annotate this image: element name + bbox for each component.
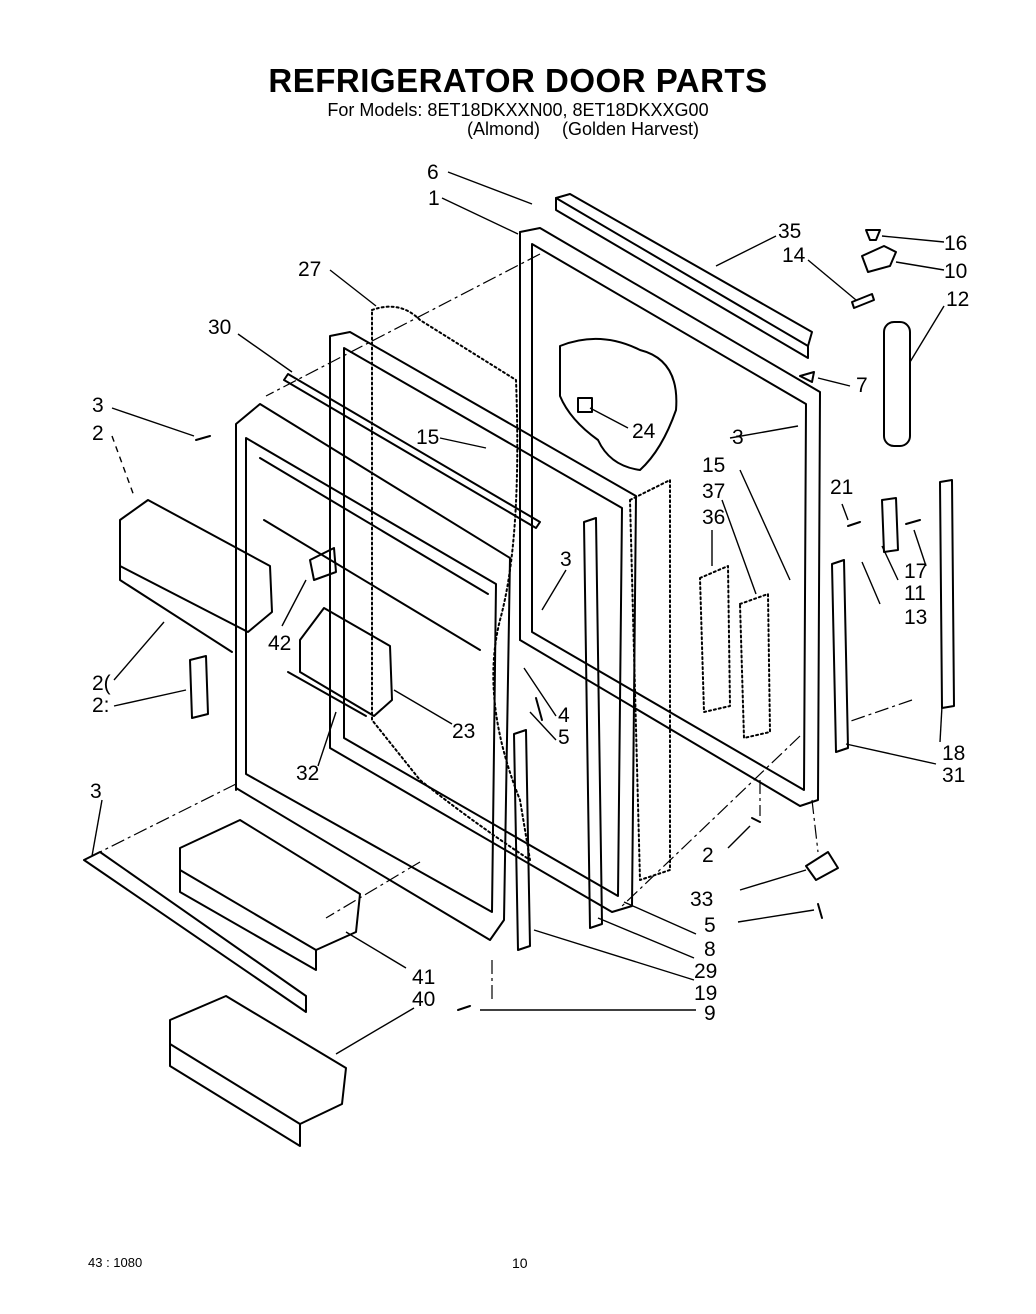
dairy-cover-23 xyxy=(287,607,393,717)
footer-code: 43 : 1080 xyxy=(88,1255,143,1270)
door-inner-liner xyxy=(235,403,511,941)
hinge-cover-12 xyxy=(883,321,911,447)
callout-30: 30 xyxy=(208,316,231,339)
callout-13: 13 xyxy=(904,606,927,629)
callout-11: 11 xyxy=(904,582,926,605)
callout-15-right: 15 xyxy=(702,454,725,477)
alignment-lines xyxy=(99,253,913,1000)
shim-14 xyxy=(851,293,875,309)
callout-23: 23 xyxy=(452,720,475,743)
callout-18: 18 xyxy=(942,742,965,765)
leader-lines xyxy=(91,171,945,1055)
hinge-cap-11 xyxy=(881,497,899,553)
foam-insulation xyxy=(371,305,531,861)
door-gasket-27 xyxy=(329,331,637,913)
callout-32: 32 xyxy=(296,762,319,785)
callout-2-bottom: 2 xyxy=(702,844,714,867)
top-channel-35 xyxy=(555,193,813,359)
callout-2-left: 2 xyxy=(92,422,104,445)
callout-27: 27 xyxy=(298,258,321,281)
screw-5a xyxy=(535,697,543,721)
screw-17 xyxy=(905,519,921,525)
screw-9 xyxy=(457,1005,471,1011)
door-bin-41 xyxy=(179,819,361,971)
callout-39: 3 xyxy=(90,780,102,803)
clip-24 xyxy=(577,397,593,413)
page-title: REFRIGERATOR DOOR PARTS xyxy=(268,62,768,99)
callout-15-center: 15 xyxy=(416,426,439,449)
callout-16: 16 xyxy=(944,232,967,255)
callout-labels: 6 1 35 14 16 10 12 27 30 7 3 2 15 24 3 1… xyxy=(90,161,969,1025)
trim-31 xyxy=(831,559,849,753)
callout-25: 2: xyxy=(92,694,110,717)
strip-30 xyxy=(283,373,541,529)
strip-19 xyxy=(513,729,531,951)
clip-42 xyxy=(309,547,337,581)
screw-21 xyxy=(847,521,861,527)
color-label-golden-harvest: (Golden Harvest) xyxy=(562,119,700,139)
screw-16 xyxy=(865,229,881,241)
foam-block-36 xyxy=(699,565,731,713)
callout-21: 21 xyxy=(830,476,853,499)
screw-34 xyxy=(195,435,211,441)
callout-5-mid: 5 xyxy=(558,726,570,749)
callout-14: 14 xyxy=(782,244,806,267)
foam-block-37 xyxy=(739,593,771,739)
callout-36: 36 xyxy=(702,506,725,529)
hinge-10 xyxy=(861,245,897,273)
callout-24: 24 xyxy=(632,420,656,443)
callout-17: 17 xyxy=(904,560,927,583)
door-bin-40 xyxy=(169,995,347,1147)
page-number: 10 xyxy=(512,1255,528,1271)
color-label-almond: (Almond) xyxy=(467,119,541,139)
callout-42: 42 xyxy=(268,632,291,655)
plug-2 xyxy=(751,817,761,823)
callout-3-right: 3 xyxy=(732,426,744,449)
callout-3-left: 3 xyxy=(92,394,104,417)
screw-7 xyxy=(799,371,815,383)
callout-5-bottom: 5 xyxy=(704,914,716,937)
trim-39 xyxy=(83,851,307,1013)
door-stop-33 xyxy=(805,851,839,881)
callout-37: 37 xyxy=(702,480,725,503)
callout-41: 41 xyxy=(412,966,435,989)
callout-1: 1 xyxy=(428,187,440,210)
callout-4: 4 xyxy=(558,704,570,727)
strip-29 xyxy=(583,517,603,929)
callout-8: 8 xyxy=(704,938,716,961)
screw-5b xyxy=(817,903,823,919)
hinge-assembly xyxy=(851,229,911,447)
door-panel-cutout xyxy=(559,337,678,471)
callout-19: 19 xyxy=(694,982,717,1005)
callout-6: 6 xyxy=(427,161,439,184)
callout-40: 40 xyxy=(412,988,435,1011)
bin-cover-upper xyxy=(119,499,273,653)
callout-9: 9 xyxy=(704,1002,716,1025)
callout-10: 10 xyxy=(944,260,967,283)
bracket-25 xyxy=(189,655,209,719)
callout-3-mid: 3 xyxy=(560,548,572,571)
foam-insulation-right xyxy=(629,479,671,881)
callout-33: 33 xyxy=(690,888,713,911)
callout-35: 35 xyxy=(778,220,801,243)
callout-12: 12 xyxy=(946,288,969,311)
models-line: For Models: 8ET18DKXXN00, 8ET18DKXXG00 xyxy=(327,100,709,120)
callout-29: 29 xyxy=(694,960,717,983)
trim-18 xyxy=(939,479,955,709)
callout-7: 7 xyxy=(856,374,868,397)
callout-31: 31 xyxy=(942,764,965,787)
callout-20: 2( xyxy=(92,672,111,695)
